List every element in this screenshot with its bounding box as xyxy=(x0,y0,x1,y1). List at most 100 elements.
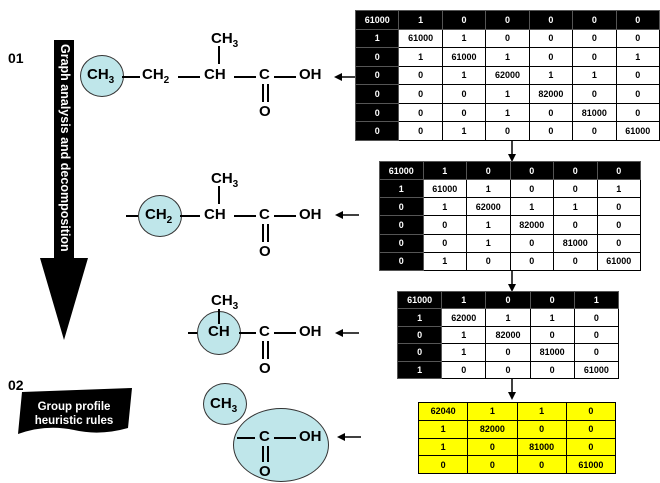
matrix-cell: 0 xyxy=(528,121,574,141)
matrix-cell: 82000 xyxy=(528,84,574,104)
matrix-cell: 0 xyxy=(466,251,511,272)
matrix-cell: 0 xyxy=(509,233,554,253)
matrix-cell: 0 xyxy=(396,343,443,362)
matrix-cell: 62000 xyxy=(466,197,511,217)
matrix-cell: 0 xyxy=(422,215,467,235)
matrix-cell: 0 xyxy=(485,290,531,310)
matrix-cell: 1 xyxy=(379,179,424,199)
step-02-label: 02 xyxy=(8,377,24,393)
matrix-cell: 82000 xyxy=(485,325,531,345)
matrix-cell: 0 xyxy=(485,343,531,362)
rules-banner xyxy=(18,388,132,434)
matrix-cell: 1 xyxy=(615,47,660,67)
matrix-cell: 0 xyxy=(615,102,660,123)
matrix-cell: 0 xyxy=(572,47,617,67)
matrix-cell: 0 xyxy=(596,160,641,181)
matrix-cell: 62000 xyxy=(441,308,487,327)
matrix-cell: 1 xyxy=(398,47,443,67)
matrix-cell: 0 xyxy=(596,197,641,217)
ch3-highlight-circle xyxy=(80,55,124,97)
matrix-cell: 81000 xyxy=(572,102,617,123)
decomposition-arrow-label: Graph analysis and decomposition xyxy=(58,44,72,252)
matrix-cell: 1 xyxy=(485,102,530,123)
matrix-cell: 0 xyxy=(509,160,554,181)
matrix-cell: 0 xyxy=(398,84,443,104)
rules-line-1: Group profile xyxy=(37,401,111,413)
matrix-cell: 0 xyxy=(529,325,575,345)
matrix-cell: 61000 xyxy=(596,251,641,272)
matrix-cell: 1 xyxy=(354,28,400,49)
matrix-cell: 1 xyxy=(485,308,531,327)
s1-carbon: C xyxy=(259,66,270,83)
s4-ch3-group: CH3 xyxy=(210,395,238,415)
matrix-cell: 1 xyxy=(417,419,469,439)
matrix-cell: 0 xyxy=(573,343,620,362)
matrix-cell: 1 xyxy=(529,308,575,327)
matrix-cell: 1 xyxy=(441,65,487,86)
matrix-cell: 61000 xyxy=(422,179,467,199)
matrix-cell: 0 xyxy=(565,402,617,421)
matrix-cell: 0 xyxy=(553,251,598,272)
s2-ch2-group: CH2 xyxy=(145,206,173,226)
matrix-cell: 1 xyxy=(596,179,641,199)
matrix-cell: 0 xyxy=(553,160,598,181)
matrix-cell: 0 xyxy=(379,233,424,253)
s1-ch-group: CH xyxy=(204,66,226,83)
matrix-cell: 0 xyxy=(553,215,598,235)
matrix-cell: 1 xyxy=(441,28,487,49)
matrix-cell: 0 xyxy=(528,102,574,123)
matrix-cell: 1 xyxy=(528,65,574,86)
matrix-cell: 0 xyxy=(565,437,617,457)
carboxyl-highlight-circle xyxy=(233,408,329,482)
matrix-cell: 62040 xyxy=(417,402,469,421)
matrix-cell: 0 xyxy=(354,121,400,141)
arrow-m2-to-s2 xyxy=(335,211,359,219)
matrix-cell: 0 xyxy=(485,121,530,141)
matrix-cell: 0 xyxy=(565,419,617,439)
matrix-cell: 0 xyxy=(596,233,641,253)
matrix-cell: 0 xyxy=(379,197,424,217)
matrix-cell: 0 xyxy=(441,360,487,380)
s1-ch2-group: CH2 xyxy=(142,66,170,86)
decomposition-arrow xyxy=(40,40,88,340)
matrix-cell: 0 xyxy=(379,251,424,272)
matrix-cell: 81000 xyxy=(516,437,567,457)
s2-branch-ch3: CH3 xyxy=(211,170,239,190)
matrix-cell: 1 xyxy=(466,179,511,199)
matrix-cell: 61000 xyxy=(441,47,487,67)
matrix-cell: 61000 xyxy=(379,160,424,181)
s3-ch-group: CH xyxy=(208,323,230,340)
matrix-cell: 1 xyxy=(398,10,443,30)
matrix-cell: 0 xyxy=(398,65,443,86)
matrix-cell: 0 xyxy=(528,47,574,67)
matrix-cell: 0 xyxy=(398,102,443,123)
matrix-cell: 0 xyxy=(354,47,400,67)
matrix-cell: 1 xyxy=(422,197,467,217)
s4-hydroxyl: OH xyxy=(299,428,322,445)
matrix-cell: 61000 xyxy=(398,28,443,49)
matrix-cell: 0 xyxy=(615,10,660,30)
s1-ch3-group: CH3 xyxy=(87,66,115,86)
arrow-m3-to-s3 xyxy=(335,329,359,337)
matrix-cell: 62000 xyxy=(485,65,530,86)
matrix-cell: 0 xyxy=(615,28,660,49)
matrix-cell: 0 xyxy=(528,28,574,49)
matrix-cell: 0 xyxy=(467,455,518,474)
matrix-cell: 1 xyxy=(509,197,554,217)
s3-carbon: C xyxy=(259,323,270,340)
